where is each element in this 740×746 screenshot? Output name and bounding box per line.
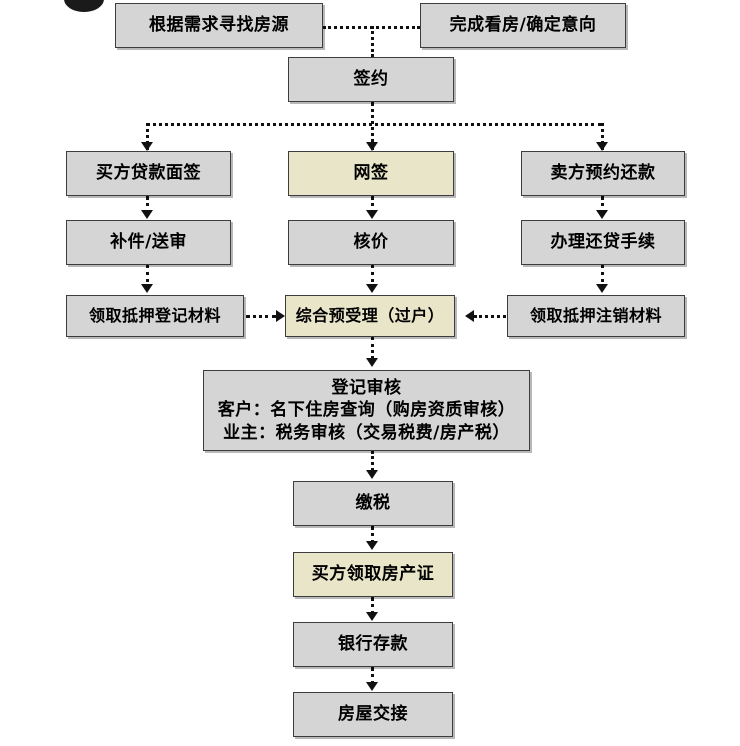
- arrow-to-seller-repay-book: [596, 142, 608, 151]
- node-label: 网签: [353, 163, 389, 184]
- node-label: 领取抵押登记材料: [88, 306, 221, 326]
- node-seller-repay-book[interactable]: 卖方预约还款: [521, 151, 685, 196]
- node-registration-review[interactable]: 登记审核 客户：名下住房查询（购房资质审核） 业主：税务审核（交易税费/房产税）: [203, 370, 530, 451]
- connector-seller-repay-to-procedure: [601, 196, 604, 214]
- connector-buyer-loan-to-supplement: [146, 196, 149, 214]
- connector-bus-right-drop: [601, 123, 604, 150]
- node-repay-procedure[interactable]: 办理还贷手续: [521, 220, 685, 265]
- node-label: 买方领取房产证: [311, 564, 435, 585]
- node-supplement-review[interactable]: 补件/送审: [66, 220, 231, 265]
- node-label: 核价: [353, 232, 389, 253]
- connector-collect-cancel-to-pre-acceptance: [474, 315, 506, 318]
- node-label: 领取抵押注销材料: [529, 306, 662, 326]
- node-label: 卖方预约还款: [550, 163, 656, 184]
- arrow-to-bank-deposit: [366, 612, 378, 621]
- connector-price-check-to-pre-acceptance: [371, 265, 374, 282]
- arrow-to-collect-mortgage-reg: [141, 284, 153, 293]
- node-label: 银行存款: [338, 634, 408, 655]
- arrow-to-registration-review: [366, 358, 378, 367]
- node-online-sign[interactable]: 网签: [288, 151, 454, 196]
- arrow-left-into-pre-acceptance: [465, 310, 474, 322]
- connector-supplement-to-collect-reg: [146, 265, 149, 282]
- connector-online-sign-to-price-check: [371, 196, 374, 214]
- arrow-to-online-sign: [366, 142, 378, 151]
- node-viewing-intent[interactable]: 完成看房/确定意向: [420, 3, 626, 48]
- arrow-to-supplement-review: [141, 210, 153, 219]
- node-house-handover[interactable]: 房屋交接: [293, 692, 453, 737]
- arrow-right-into-pre-acceptance: [276, 310, 285, 322]
- arrow-to-house-handover: [366, 682, 378, 691]
- arrow-to-collect-mortgage-cancel: [596, 284, 608, 293]
- arrow-to-buyer-loan-sign: [141, 142, 153, 151]
- node-buyer-loan-sign[interactable]: 买方贷款面签: [66, 151, 231, 196]
- node-buyer-get-deed[interactable]: 买方领取房产证: [293, 552, 453, 597]
- node-sign-contract[interactable]: 签约: [288, 57, 454, 102]
- node-label: 房屋交接: [338, 704, 408, 725]
- node-pre-acceptance[interactable]: 综合预受理（过户）: [285, 295, 455, 337]
- node-find-listing[interactable]: 根据需求寻找房源: [115, 3, 323, 48]
- node-label: 补件/送审: [110, 232, 187, 253]
- connector-procedure-to-collect-cancel: [601, 265, 604, 282]
- connector-pre-acceptance-to-review: [371, 337, 374, 359]
- connector-review-to-pay-tax: [371, 451, 374, 471]
- node-collect-mortgage-cancel[interactable]: 领取抵押注销材料: [507, 295, 685, 337]
- connector-bank-to-handover: [371, 667, 374, 685]
- connector-sign-down: [371, 102, 374, 150]
- arrow-to-buyer-get-deed: [366, 541, 378, 550]
- node-collect-mortgage-reg[interactable]: 领取抵押登记材料: [66, 295, 244, 337]
- node-bank-deposit[interactable]: 银行存款: [293, 622, 453, 667]
- decorative-blob: [64, 0, 104, 12]
- connector-bus-left-drop: [146, 123, 149, 150]
- node-label-line-3: 业主：税务审核（交易税费/房产税）: [223, 422, 510, 443]
- node-label-line-1: 登记审核: [331, 377, 402, 398]
- node-label: 签约: [353, 69, 389, 90]
- arrow-to-pay-tax: [366, 470, 378, 479]
- node-label: 根据需求寻找房源: [149, 15, 289, 36]
- node-label: 缴税: [355, 493, 391, 514]
- arrow-to-pre-acceptance: [366, 284, 378, 293]
- arrow-to-price-check: [366, 210, 378, 219]
- node-label: 完成看房/确定意向: [449, 15, 597, 36]
- connector-deed-to-bank-deposit: [371, 597, 374, 615]
- node-pay-tax[interactable]: 缴税: [293, 481, 453, 526]
- connector-row1-to-sign: [371, 26, 374, 57]
- node-label: 办理还贷手续: [550, 232, 656, 253]
- connector-distribution-bus: [146, 123, 602, 126]
- connector-pay-tax-to-deed: [371, 526, 374, 544]
- connector-collect-reg-to-pre-acceptance: [246, 315, 276, 318]
- node-label-line-2: 客户：名下住房查询（购房资质审核）: [217, 400, 516, 421]
- node-label: 买方贷款面签: [96, 163, 201, 184]
- node-price-check[interactable]: 核价: [288, 220, 454, 265]
- arrow-to-repay-procedure: [596, 210, 608, 219]
- node-label: 综合预受理（过户）: [295, 306, 445, 326]
